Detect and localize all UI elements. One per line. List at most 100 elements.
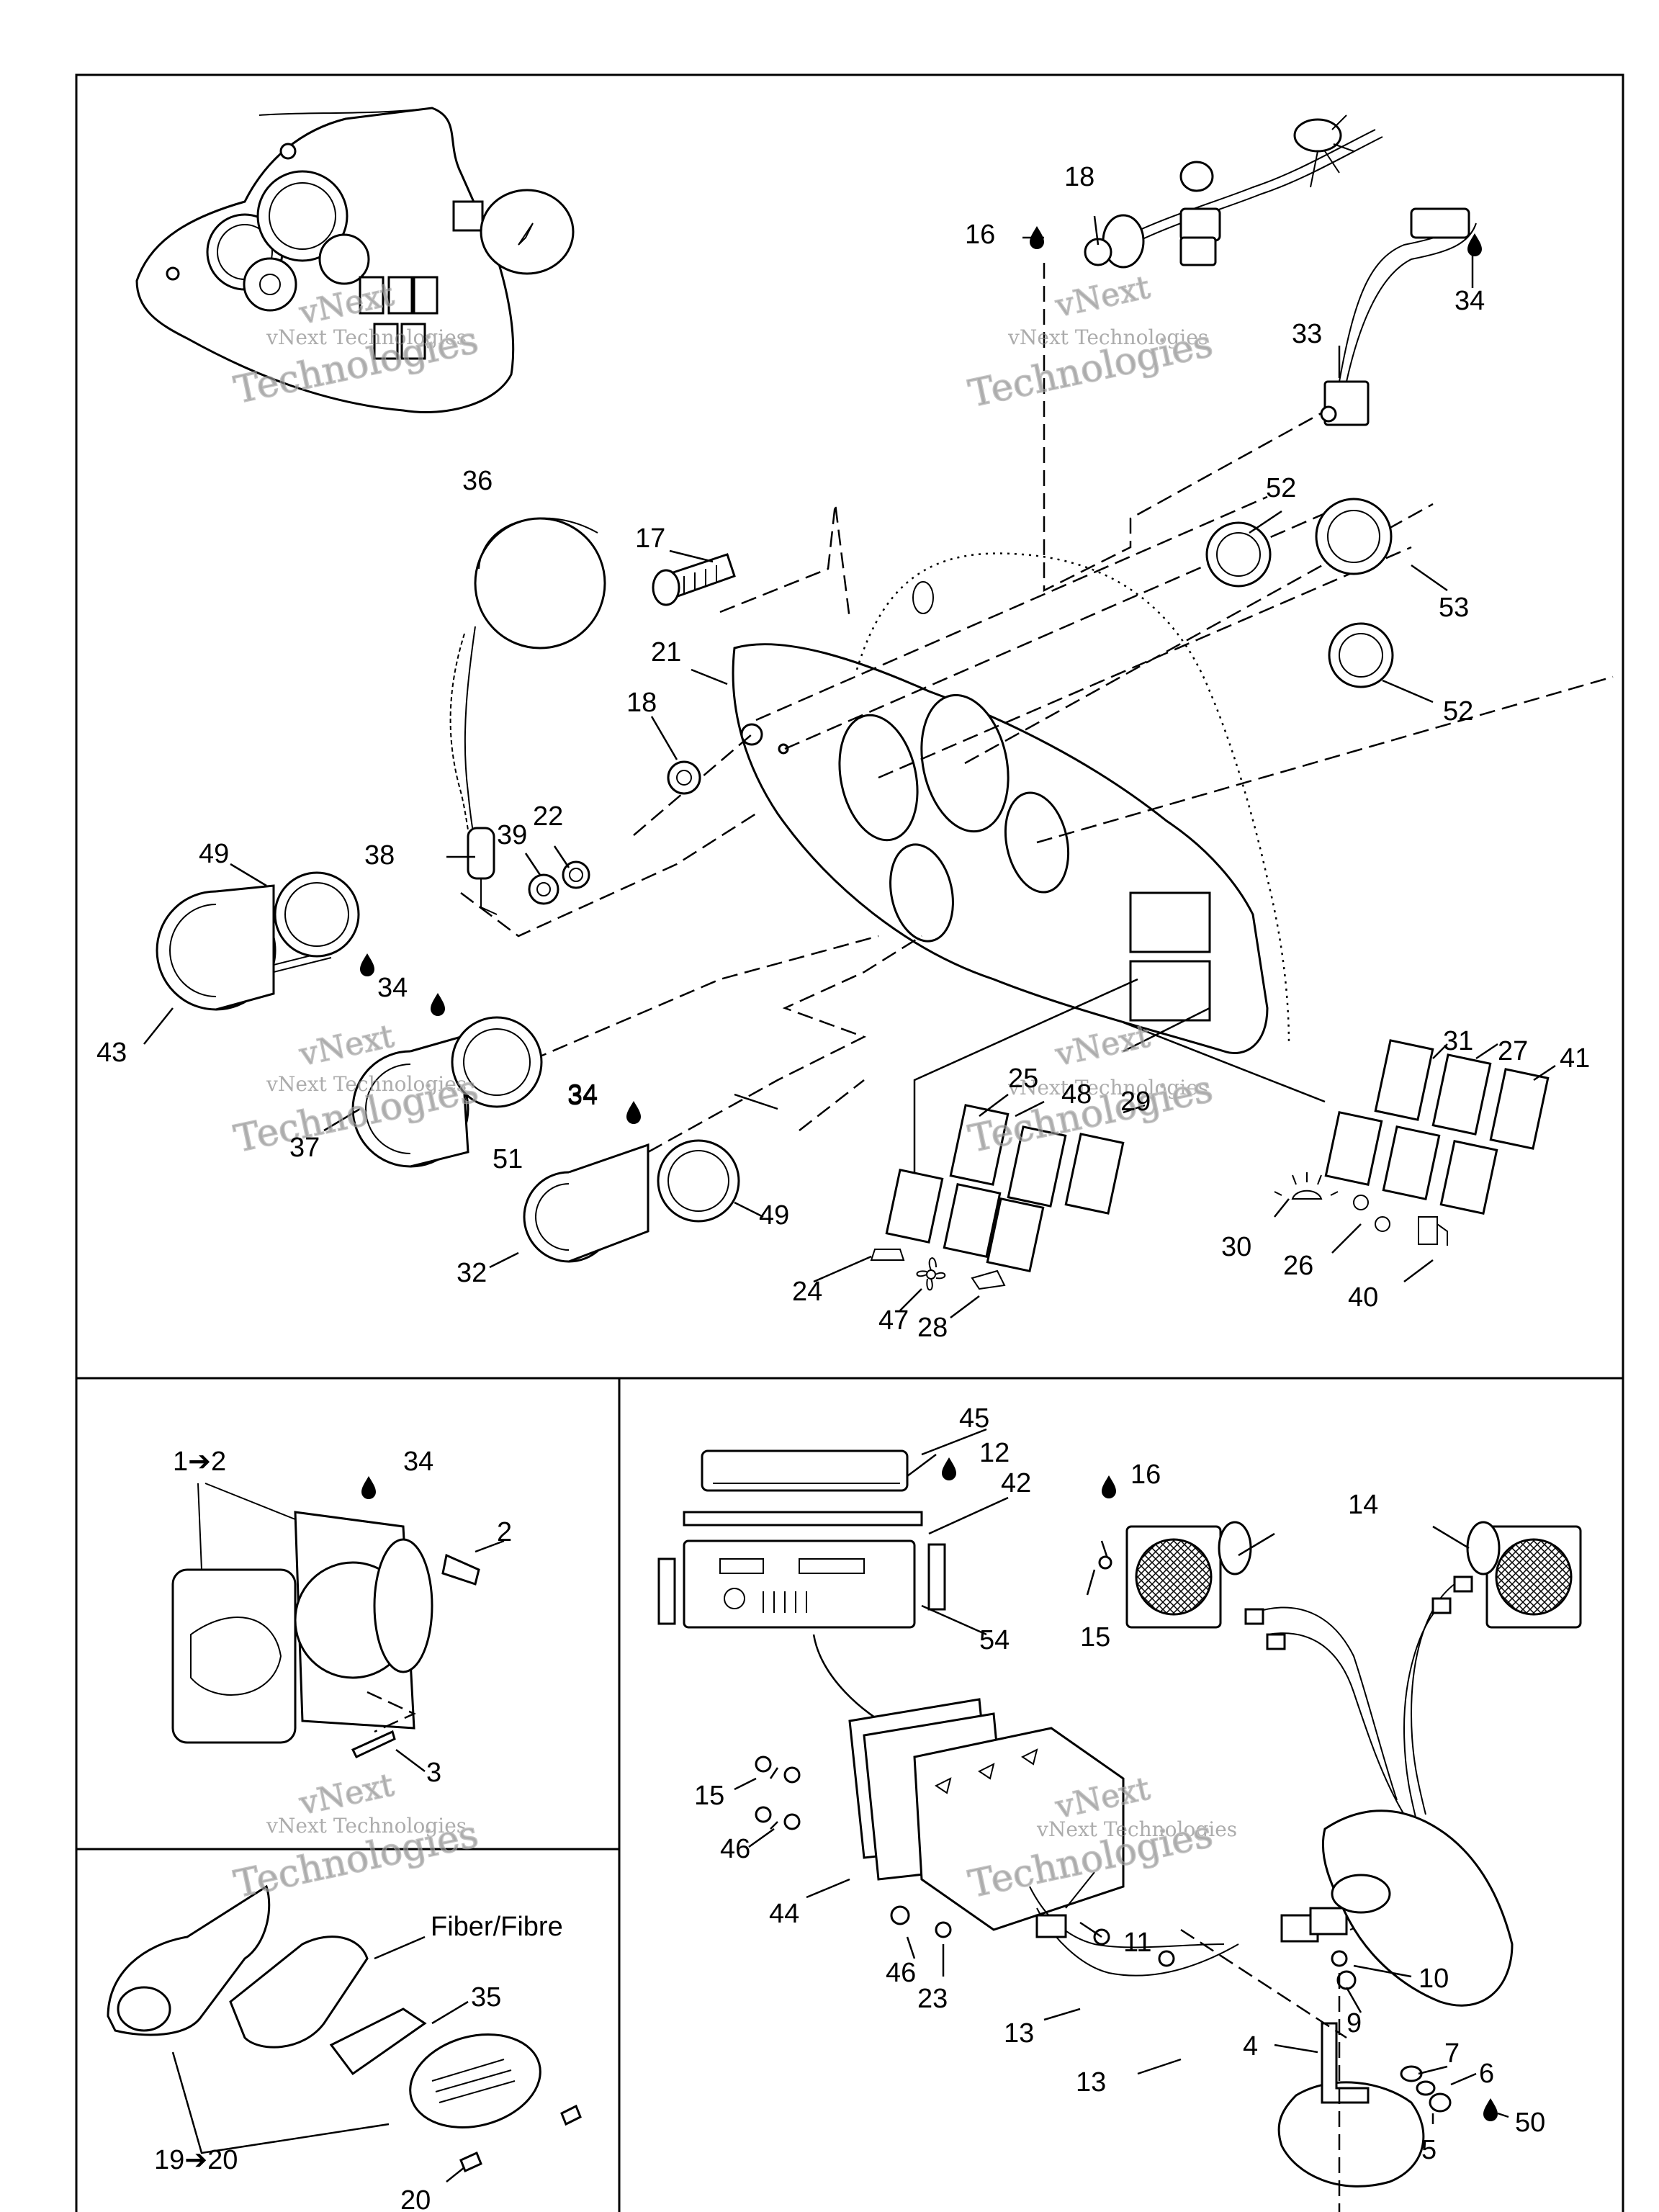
callout-label: 32 [457,1258,487,1288]
watermark-full: vNext Technologies [266,325,467,349]
callout-label: 18 [626,688,657,718]
speakers [1098,1521,1582,1830]
callout-label: 31 [1443,1026,1473,1056]
callout-label: 28 [917,1313,948,1343]
bilge-pump-icon [1353,1195,1390,1232]
callout-label: 35 [471,1982,501,2013]
callout-label: 6 [1479,2059,1494,2089]
gauges [156,871,740,1263]
callout-label: 30 [1221,1232,1251,1262]
dashboard-panel [732,552,1290,1054]
callout-label: 11 [1123,1928,1151,1958]
callout-label: 12 [979,1438,1010,1468]
callout-label: 16 [1130,1460,1161,1490]
watermark-vnext: vNext [1052,269,1154,325]
watermark-full: vNext Technologies [1036,1817,1237,1841]
plug-17 [652,553,736,606]
callout-label: 52 [1266,473,1296,503]
callout-label: 4 [1243,2031,1258,2062]
callout-label: 27 [1498,1036,1528,1066]
callout-label: 47 [878,1305,909,1336]
callout-label: 26 [1283,1251,1313,1281]
callout-label: 46 [720,1834,750,1864]
watermark-vnext: vNext [1052,1017,1154,1074]
callout-label: 21 [651,637,681,667]
callout-label: 34 [1455,286,1485,316]
lower-right-leaders [734,1428,1509,2124]
callout-label: 10 [1419,1964,1449,1994]
ring-nuts [1205,498,1394,688]
lanyard-cap [449,517,606,915]
callout-label: 13 [1004,2018,1034,2049]
stereo-assembly [657,1449,1448,1977]
callout-label: 19➔20 [154,2145,238,2175]
callout-label: 17 [635,523,665,554]
callout-label: 49 [759,1200,789,1231]
callout-label: 9 [1346,2008,1362,2038]
bilge-icon [870,1249,905,1261]
horn-assembly [107,1884,582,2182]
switch-symbols [870,1172,1448,1291]
callout-label: 38 [364,840,395,871]
callout-label: 23 [917,1984,948,2014]
callout-label: Fiber/Fibre [431,1912,563,1942]
callout-label: 34 [567,1079,598,1110]
rocker-switches [885,1039,1550,1273]
fan-icon [916,1257,946,1291]
toggle-switch-33 [1320,207,1477,426]
callout-label: 14 [1348,1490,1378,1520]
callout-label: 34 [403,1447,433,1477]
watermark-full: vNext Technologies [1007,325,1208,349]
callout-label: 53 [1439,593,1469,623]
fuel-drop-icon [360,226,1482,1124]
callout-labels: 18 16 34 33 36 52 17 53 21 18 52 22 39 3… [96,162,1590,2212]
callout-label: 7 [1444,2038,1460,2069]
small-washers [528,760,701,905]
callout-label: 29 [1120,1087,1151,1117]
callout-label: 37 [289,1133,320,1163]
callout-label: 50 [1515,2108,1545,2138]
callout-label: 42 [1001,1468,1031,1498]
callout-label: 49 [199,839,229,869]
callout-label: 45 [959,1403,989,1434]
watermark-full: vNext Technologies [1007,1076,1208,1100]
callout-label: 16 [965,220,995,250]
callout-label: 39 [497,820,527,850]
callout-label: 22 [533,801,563,832]
callout-label: 2 [497,1517,512,1547]
callout-label: 34 [377,973,408,1003]
vent-assembly [171,1483,505,1772]
callout-label: 25 [1008,1064,1038,1094]
callout-label: 3 [426,1758,441,1788]
callout-label: 1➔2 [173,1447,226,1477]
callout-label: 24 [792,1277,822,1307]
callout-label: 34 [567,1081,598,1111]
callout-label: 36 [462,466,493,496]
watermark-full: vNext Technologies [266,1814,467,1838]
fuel-pump-icon [1418,1216,1448,1246]
diagram-frame [75,73,1624,2212]
label-leaders [143,215,1556,1318]
light-icon [1274,1172,1339,1200]
callout-label: 33 [1292,319,1322,349]
callout-label: 5 [1421,2135,1437,2165]
key-switch-harness [1084,114,1383,269]
callout-label: 15 [694,1781,724,1811]
callout-label: 15 [1080,1622,1110,1653]
callout-label: 18 [1064,162,1094,192]
callout-label: 20 [400,2185,431,2212]
callout-label: 43 [96,1038,127,1068]
callout-label: 40 [1348,1282,1378,1313]
callout-label: 52 [1443,696,1473,727]
callout-label: 13 [1076,2067,1106,2098]
callout-label: 48 [1061,1079,1092,1110]
callout-label: 44 [769,1899,799,1929]
horn-icon [971,1269,1006,1290]
watermark-full: vNext Technologies [266,1072,467,1096]
dashboard-overview [135,107,575,413]
callout-label: 51 [493,1144,523,1174]
callout-label: 54 [979,1625,1010,1655]
callout-label: 41 [1560,1043,1590,1074]
callout-label: 46 [886,1958,916,1988]
